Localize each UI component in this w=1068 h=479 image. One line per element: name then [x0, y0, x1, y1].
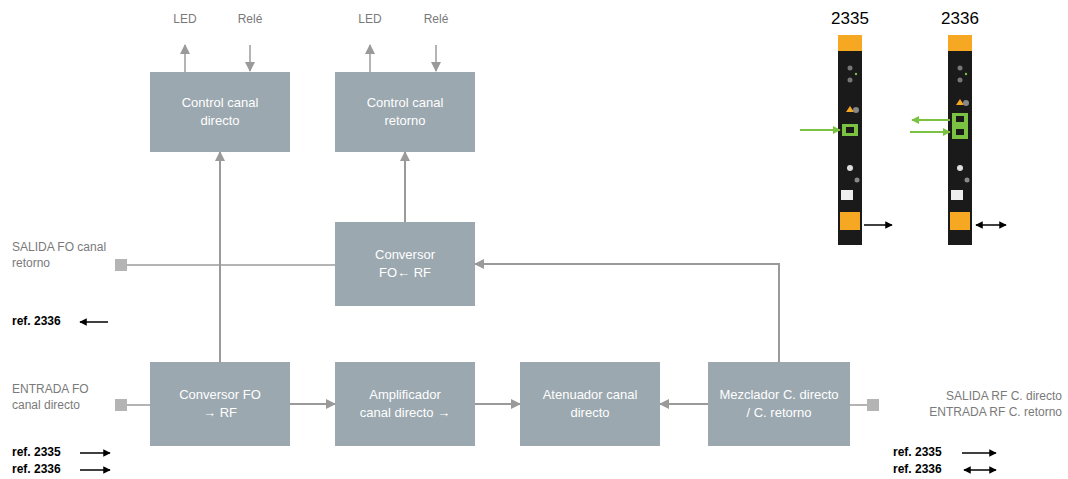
reference-label: ref. 2336 [12, 462, 76, 478]
box-label: Control canal retorno [360, 94, 450, 129]
module-rf-arrow [864, 224, 892, 226]
signal-label: Relé [230, 12, 270, 28]
fiber-arrow [800, 129, 840, 131]
reference-label: ref. 2336 [12, 314, 76, 330]
signal-label: Relé [416, 12, 456, 28]
signal-connector [219, 152, 221, 362]
fiber-arrow [910, 131, 950, 133]
signal-connector [475, 264, 779, 362]
led-arrow [369, 45, 371, 72]
module-2335 [838, 35, 862, 245]
ref-arrow [964, 469, 996, 471]
ref-arrow [80, 469, 110, 471]
signal-label: SALIDA RF C. directo [882, 389, 1062, 405]
reference-label: ref. 2335 [893, 445, 959, 461]
reference-label: ref. 2335 [12, 445, 76, 461]
led-arrow [184, 45, 186, 72]
signal-label: LED [165, 12, 205, 28]
signal-connector [290, 403, 335, 405]
model-number: 2336 [930, 8, 990, 30]
process-box: Amplificador canal directo → [335, 362, 475, 446]
signal-connector [475, 403, 520, 405]
module-2336 [948, 35, 972, 245]
rf-port-wire [848, 404, 868, 406]
fo-port [115, 259, 127, 271]
box-label: Conversor FO← RF [360, 246, 450, 281]
fo-port [115, 399, 127, 411]
signal-connector [404, 152, 406, 222]
box-label: Amplificador canal directo → [358, 386, 453, 421]
process-box: Conversor FO← RF [335, 222, 475, 306]
signal-label: ENTRADA RF C. retorno [882, 405, 1062, 421]
fo-input-wire [126, 404, 150, 406]
signal-label: SALIDA FO canal retorno [12, 240, 110, 271]
process-box: Atenuador canal directo [520, 362, 660, 446]
relay-arrow [435, 45, 437, 71]
box-label: Mezclador C. directo / C. retorno [716, 386, 842, 421]
process-box: Control canal retorno [335, 72, 475, 152]
reference-label: ref. 2336 [893, 462, 959, 478]
module-rf-arrow [976, 224, 1006, 226]
box-label: Conversor FO → RF [175, 386, 265, 421]
rf-port [867, 399, 879, 411]
box-label: Control canal directo [175, 94, 265, 129]
model-number: 2335 [820, 8, 880, 30]
ref-arrow [80, 321, 108, 323]
signal-connector [660, 403, 708, 405]
fiber-arrow [912, 119, 950, 121]
signal-label: ENTRADA FO canal directo [12, 382, 110, 413]
signal-label: LED [350, 12, 390, 28]
process-box: Conversor FO → RF [150, 362, 290, 446]
process-box: Control canal directo [150, 72, 290, 152]
process-box: Mezclador C. directo / C. retorno [708, 362, 850, 446]
fo-output-wire [126, 264, 335, 266]
ref-arrow [962, 452, 996, 454]
relay-arrow [249, 45, 251, 71]
ref-arrow [80, 452, 110, 454]
box-label: Atenuador canal directo [543, 386, 638, 421]
